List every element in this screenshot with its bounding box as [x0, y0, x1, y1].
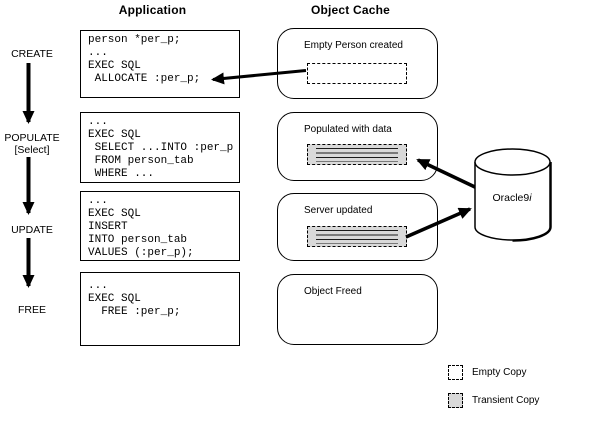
- header-application: Application: [118, 3, 187, 17]
- code-box-populate: ... EXEC SQL SELECT ...INTO :per_p FROM …: [80, 112, 240, 183]
- data-rows-glyph: [316, 148, 398, 162]
- cache-box-label: Populated with data: [304, 124, 392, 135]
- lifecycle-step-populate: POPULATE [Select]: [0, 132, 64, 156]
- empty-copy-object: [307, 63, 407, 84]
- step-sublabel: [Select]: [14, 144, 50, 156]
- arrow-updated-object-to-database: [405, 207, 472, 239]
- step-label: UPDATE: [11, 224, 53, 236]
- arrow-cache-to-allocate-code: [211, 69, 307, 85]
- code-free: ... EXEC SQL FREE :per_p;: [88, 280, 181, 318]
- legend-item-empty-copy: Empty Copy: [448, 365, 526, 380]
- cache-box-label: Object Freed: [304, 286, 362, 297]
- database-label-suffix: i: [529, 192, 532, 204]
- cache-box-empty-person: Empty Person created: [277, 28, 438, 99]
- database-label-main: Oracle9: [492, 192, 529, 204]
- legend-label: Empty Copy: [472, 367, 527, 378]
- cache-box-object-freed: Object Freed: [277, 274, 438, 345]
- step-label: CREATE: [11, 48, 53, 60]
- cylinder-top: [474, 148, 551, 176]
- lifecycle-step-update: UPDATE: [0, 224, 64, 236]
- legend-item-transient-copy: Transient Copy: [448, 393, 539, 408]
- code-create: person *per_p; ... EXEC SQL ALLOCATE :pe…: [88, 34, 201, 85]
- transient-copy-object: [307, 144, 407, 165]
- cache-box-server-updated: Server updated: [277, 193, 438, 261]
- step-label: POPULATE: [4, 132, 60, 144]
- database-cylinder: Oracle9i: [474, 148, 552, 242]
- code-populate: ... EXEC SQL SELECT ...INTO :per_p FROM …: [88, 116, 234, 180]
- cylinder-body: [474, 162, 551, 241]
- lifecycle-step-free: FREE: [0, 304, 64, 316]
- database-label: Oracle9i: [492, 192, 532, 204]
- code-box-free: ... EXEC SQL FREE :per_p;: [80, 272, 240, 346]
- transient-copy-object: [307, 226, 407, 247]
- empty-copy-swatch: [448, 365, 463, 380]
- legend-label: Transient Copy: [472, 395, 540, 406]
- data-rows-glyph: [316, 230, 398, 244]
- cache-box-populated: Populated with data: [277, 112, 438, 181]
- code-update: ... EXEC SQL INSERT INTO person_tab VALU…: [88, 195, 194, 259]
- transient-copy-swatch: [448, 393, 463, 408]
- lifecycle-step-create: CREATE: [0, 48, 64, 60]
- cache-box-label: Empty Person created: [304, 40, 403, 51]
- cache-box-label: Server updated: [304, 205, 373, 216]
- code-box-create: person *per_p; ... EXEC SQL ALLOCATE :pe…: [80, 30, 240, 98]
- arrow-database-to-populated-object: [416, 158, 478, 190]
- step-label: FREE: [17, 304, 46, 316]
- header-object-cache: Object Cache: [310, 3, 391, 17]
- code-box-update: ... EXEC SQL INSERT INTO person_tab VALU…: [80, 191, 240, 261]
